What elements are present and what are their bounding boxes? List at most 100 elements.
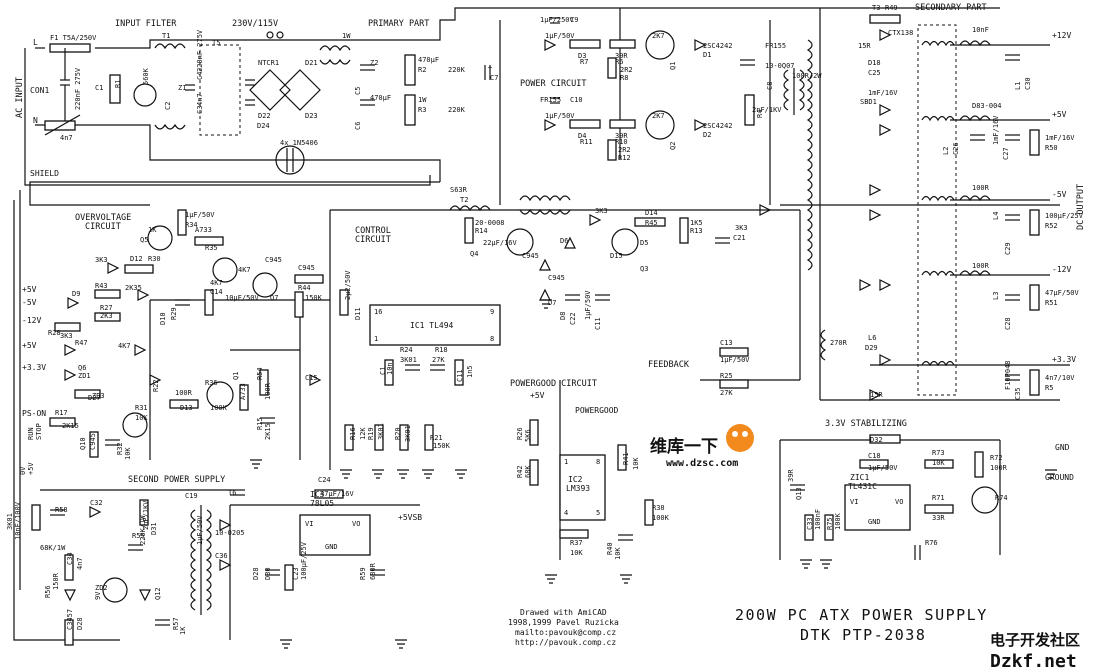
ic3-label: IC3 — [310, 490, 325, 499]
ground-symbols — [250, 299, 1057, 649]
component-label: R4 — [756, 110, 764, 118]
input-m5: -5V — [22, 298, 37, 307]
label-0v: 0V — [19, 466, 27, 475]
component-label: F1 T5A/250V — [50, 34, 97, 42]
component-label: 2K3 — [100, 312, 113, 320]
component-label: R35 — [205, 244, 218, 252]
input-p33: +3.3V — [22, 363, 46, 372]
terminal-shield: SHIELD — [30, 169, 59, 178]
component-label: C25 — [868, 69, 881, 77]
component-label: R14 — [475, 227, 488, 235]
title-line2: DTK PTP-2038 — [800, 626, 926, 644]
component-label: 4n7 — [196, 93, 204, 106]
input-ps-on: PS-ON — [22, 409, 46, 418]
zic1-vo: VO — [895, 498, 903, 506]
component-label: 220nF 275V — [74, 67, 82, 110]
component-label: R28 — [48, 329, 61, 337]
terminal-labels: L N CON1 SHIELD +12V +5V -5V -12V +3.3V … — [19, 31, 1076, 522]
component-label: 39R — [787, 469, 795, 482]
component-label: Q4 — [470, 250, 478, 258]
component-label: R50 — [1045, 144, 1058, 152]
component-label: R21 — [430, 434, 443, 442]
component-label: R6 — [615, 58, 623, 66]
component-label: 2µ2/50V — [344, 270, 352, 300]
connector-con1: CON1 — [30, 86, 49, 95]
component-label: 1µF/50V — [720, 356, 750, 364]
component-label: C26 — [952, 142, 960, 155]
component-label: 4n7/10V — [1045, 374, 1075, 382]
component-label: 1K — [179, 626, 187, 635]
label-dc-output: DC OUTPUT — [1076, 184, 1086, 230]
component-label: D10 — [159, 312, 167, 325]
component-label: 4x 1N5406 — [280, 139, 318, 147]
component-label: 100R — [972, 184, 990, 192]
component-label: 2K7 — [652, 32, 665, 40]
component-label: D28 — [252, 567, 260, 580]
component-label: 12K — [359, 427, 367, 440]
component-label: D30 — [264, 567, 272, 580]
component-label: C3 — [196, 106, 204, 114]
component-label: C22 — [569, 312, 577, 325]
component-label: R2 — [418, 66, 426, 74]
ic1-label: IC1 TL494 — [410, 321, 454, 330]
component-label: 100nF — [814, 509, 822, 530]
component-label: C11 — [456, 369, 464, 382]
ic3-part: 78L05 — [310, 499, 334, 508]
component-label: C32 — [90, 499, 103, 507]
component-label: D7 — [548, 299, 556, 307]
component-label: 4n7 — [76, 557, 84, 570]
label-overvoltage-2: CIRCUIT — [85, 222, 121, 232]
component-label: R76 — [925, 539, 938, 547]
component-label: D28 — [76, 617, 84, 630]
zic1-vi: VI — [850, 498, 858, 506]
component-label: 1K — [148, 226, 157, 234]
component-label: 10nF — [972, 26, 989, 34]
component-label: 10K — [124, 447, 132, 460]
component-label: R32 — [116, 442, 124, 455]
component-label: 2K7 — [652, 112, 665, 120]
component-label: 220K/1W — [139, 515, 147, 545]
component-label: D29 — [865, 344, 878, 352]
watermark-corner: 电子开发社区 Dzkf.net — [990, 631, 1080, 672]
component-label: T6 — [228, 489, 236, 497]
component-label: Q1 — [232, 372, 240, 380]
component-label: R40 — [606, 542, 614, 555]
input-p5: +5V — [22, 285, 37, 294]
component-label: 1µF/50V — [545, 112, 575, 120]
control-block — [339, 195, 772, 451]
component-label: R74 — [995, 494, 1008, 502]
component-label: C34 — [66, 552, 74, 565]
component-label: R29 — [170, 307, 178, 320]
component-label: D22 — [258, 112, 271, 120]
component-label: C6 — [354, 122, 362, 130]
ic2-pin8: 8 — [596, 458, 600, 466]
component-label: 47µF/50V — [1045, 289, 1080, 297]
component-label: C7 — [490, 74, 498, 82]
component-label: F10P048 — [1004, 360, 1012, 390]
component-label: R22 — [152, 379, 160, 392]
component-label: 220K — [448, 106, 466, 114]
component-label: R49 — [885, 4, 898, 12]
component-label: 220K — [448, 66, 466, 74]
primary-block — [319, 17, 805, 161]
input-p5b: +5V — [22, 341, 37, 350]
component-label: L4 — [992, 212, 1000, 220]
component-label: A733 — [195, 226, 212, 234]
component-label: 10-0Q07 — [765, 62, 795, 70]
component-label: 22µF/16V — [483, 239, 518, 247]
component-label: Q3 — [640, 265, 648, 273]
ic2-pin1: 1 — [564, 458, 568, 466]
component-label: 1mF/16V — [868, 89, 898, 97]
output-powergood: POWERGOOD — [575, 406, 619, 415]
component-label: 2nF/1KV — [142, 500, 150, 530]
component-label: NTCR1 — [258, 59, 279, 67]
component-label: 150K — [433, 442, 451, 450]
component-label: 15R — [858, 42, 871, 50]
ic3-vo: VO — [352, 520, 360, 528]
credits-line4: http://pavouk.comp.cz — [515, 638, 616, 647]
component-label: Q1 — [669, 62, 677, 70]
component-label: 1µF/50V — [868, 464, 898, 472]
component-label: D3 — [578, 52, 586, 60]
component-label: Q13 — [795, 487, 803, 500]
